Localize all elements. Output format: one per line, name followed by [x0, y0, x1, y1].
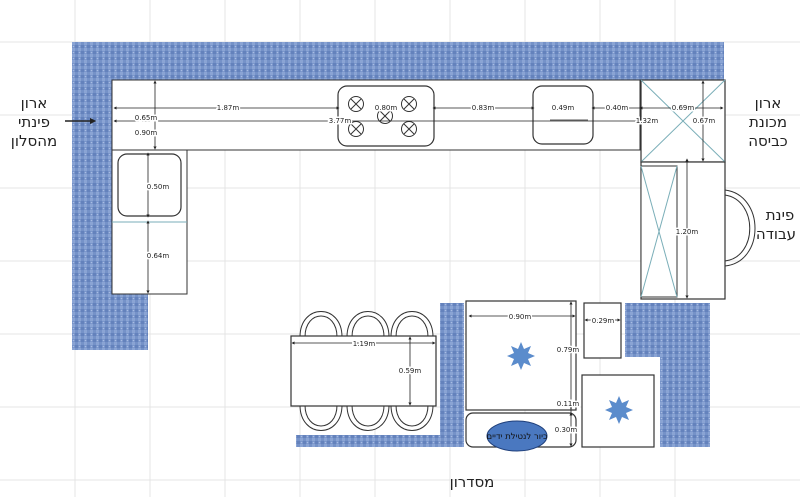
- dim-island-height: 0.79m: [557, 346, 580, 354]
- washing-machine-cabinet: [640, 79, 726, 163]
- dining-table: [290, 311, 437, 431]
- label-work-corner-2: עבודה: [756, 225, 796, 243]
- dim-top-run-2: 0.80m: [375, 104, 398, 112]
- dim-island-gap: 0.11m: [557, 400, 580, 408]
- dim-top-run-3: 0.83m: [472, 104, 495, 112]
- label-living-corner-1: ארון: [21, 94, 48, 112]
- label-living-corner-3: מהסלון: [11, 132, 57, 150]
- dim-top-run-6: 0.69m: [672, 104, 695, 112]
- wall-bottom-left: [296, 435, 464, 447]
- stove: [337, 85, 435, 147]
- island: [465, 300, 577, 411]
- label-work-corner-1: פינת: [766, 206, 795, 224]
- dim-table-width: 1.19m: [353, 340, 376, 348]
- label-drain: מסדרון: [450, 473, 495, 491]
- small-cabinet: [583, 302, 622, 359]
- dim-right-total: 1.32m: [636, 117, 659, 125]
- dim-hand-sink-height: 0.30m: [555, 426, 578, 434]
- right-counter: [640, 161, 726, 300]
- wall-left-bottom: [72, 294, 148, 350]
- dim-top-run-1: 1.87m: [217, 104, 240, 112]
- dimension-lines: [65, 80, 724, 447]
- dim-total-top: 3.77m: [329, 117, 352, 125]
- work-corner-arc: [724, 189, 756, 267]
- dim-island-width: 0.90m: [509, 313, 532, 321]
- dim-left-sink: 0.50m: [147, 183, 170, 191]
- dim-left-depth: 0.65m: [135, 114, 158, 122]
- label-washing-2: מכונת: [749, 113, 787, 131]
- wall-top: [72, 42, 724, 80]
- dim-left-lower: 0.64m: [147, 252, 170, 260]
- dim-top-run-4: 0.49m: [552, 104, 575, 112]
- label-living-corner-2: פינתי: [18, 113, 50, 131]
- hand-sink-label: כיור לנטילת ידיים: [487, 432, 548, 442]
- dim-top-run-5: 0.40m: [606, 104, 629, 112]
- top-sink: [532, 85, 594, 145]
- star-icon: [605, 396, 633, 424]
- dim-right-depth: 0.67m: [693, 117, 716, 125]
- dim-small-cabinet: 0.29m: [592, 317, 615, 325]
- hand-sink-oval: [486, 420, 548, 452]
- star-icon: [507, 342, 535, 370]
- dim-table-depth: 0.59m: [399, 367, 422, 375]
- dim-right-side: 1.20m: [676, 228, 699, 236]
- label-washing-3: כביסה: [748, 132, 788, 150]
- label-washing-1: ארון: [755, 94, 782, 112]
- right-bottom-cabinet: [581, 374, 655, 448]
- wall-center-column: [440, 303, 464, 447]
- dim-left-inner: 0.90m: [135, 129, 158, 137]
